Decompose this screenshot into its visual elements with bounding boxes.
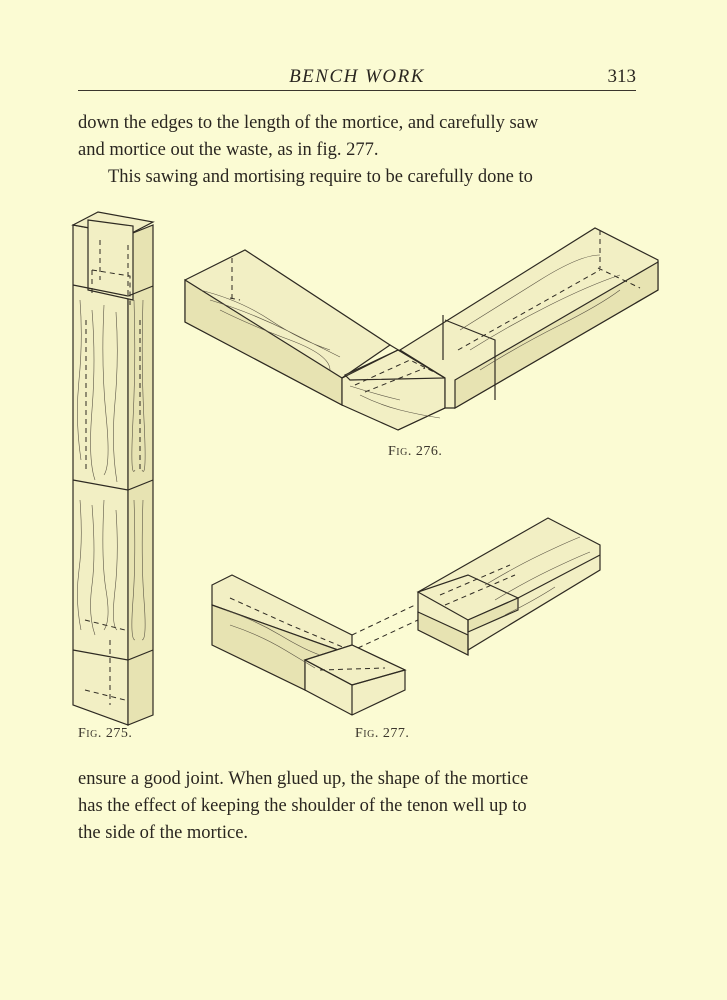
running-title: BENCH WORK (289, 66, 425, 87)
text-line: has the effect of keeping the shoulder o… (78, 796, 527, 816)
text-line: down the edges to the length of the mort… (78, 113, 539, 133)
page-number: 313 (607, 66, 637, 87)
text-line: and mortice out the waste, as in fig. 27… (78, 140, 379, 160)
fig-275-illustration (71, 211, 155, 726)
fig-276-caption: Fig. 276. (388, 444, 443, 459)
fig-277-illustration (211, 517, 601, 716)
text-line: ensure a good joint. When glued up, the … (78, 769, 529, 789)
running-head: BENCH WORK 313 (78, 64, 636, 91)
fig-277-caption: Fig. 277. (355, 726, 410, 741)
fig-276-illustration (184, 227, 659, 431)
paragraph-bottom: ensure a good joint. When glued up, the … (78, 766, 638, 847)
text-line: the side of the mortice. (78, 823, 249, 843)
fig-275-caption: Fig. 275. (78, 726, 133, 741)
text-line: This sawing and mortising require to be … (108, 167, 533, 187)
paragraph-top: down the edges to the length of the mort… (78, 110, 638, 191)
